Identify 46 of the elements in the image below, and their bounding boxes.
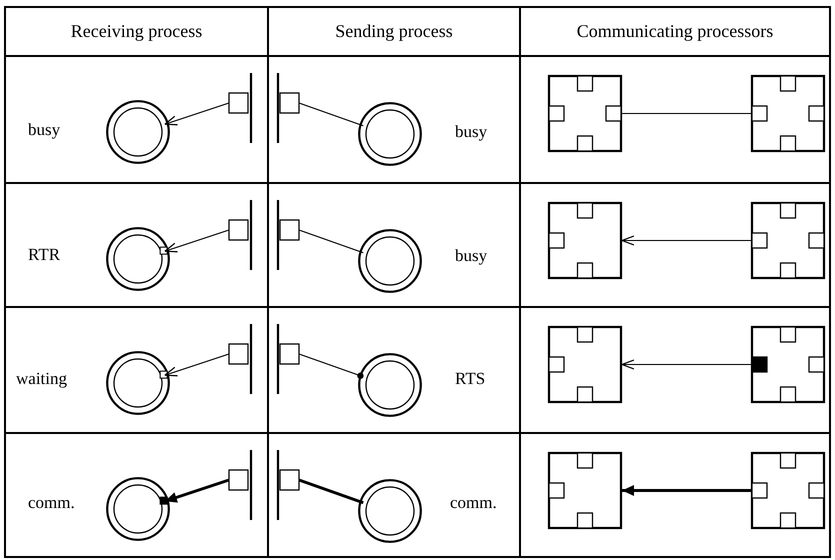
process-circle — [106, 100, 170, 164]
state-label: busy — [455, 246, 488, 266]
connector — [621, 359, 751, 370]
processor-square — [548, 452, 622, 529]
processor-square — [751, 202, 825, 279]
connector — [298, 478, 364, 504]
column-header: Communicating processors — [576, 21, 774, 41]
process-circle — [358, 479, 422, 543]
state-label: waiting — [16, 369, 67, 389]
process-circle — [106, 227, 170, 291]
process-circle — [358, 353, 422, 417]
state-label: comm. — [28, 493, 75, 513]
connector — [298, 102, 364, 126]
state-label: RTR — [28, 245, 60, 265]
process-circle — [106, 477, 170, 541]
processor-square — [548, 75, 622, 152]
port-bar — [229, 324, 253, 394]
connector — [622, 112, 751, 114]
state-label: busy — [455, 122, 488, 142]
port-bar — [276, 324, 300, 394]
state-label: comm. — [450, 493, 497, 513]
processor-square — [548, 326, 622, 403]
connector — [164, 102, 230, 126]
connector — [298, 353, 364, 379]
port-bar — [229, 200, 253, 270]
processor-square — [751, 452, 825, 529]
state-label: RTS — [455, 369, 486, 389]
column-header: Receiving process — [70, 21, 204, 41]
processor-square — [548, 202, 622, 279]
port-bar — [276, 450, 300, 520]
connector — [298, 229, 364, 254]
column-header: Sending process — [334, 21, 454, 41]
connector — [621, 235, 751, 246]
port-bar — [229, 73, 253, 143]
process-circle — [106, 351, 170, 415]
port-bar — [276, 73, 300, 143]
port-bar — [276, 200, 300, 270]
process-circle — [358, 102, 422, 166]
connector — [622, 485, 751, 496]
connector — [164, 353, 230, 376]
state-label: busy — [28, 120, 60, 140]
processor-square — [751, 326, 825, 403]
connector — [164, 229, 230, 252]
process-circle — [358, 229, 422, 293]
port-bar — [229, 450, 253, 520]
processor-square — [751, 75, 825, 152]
